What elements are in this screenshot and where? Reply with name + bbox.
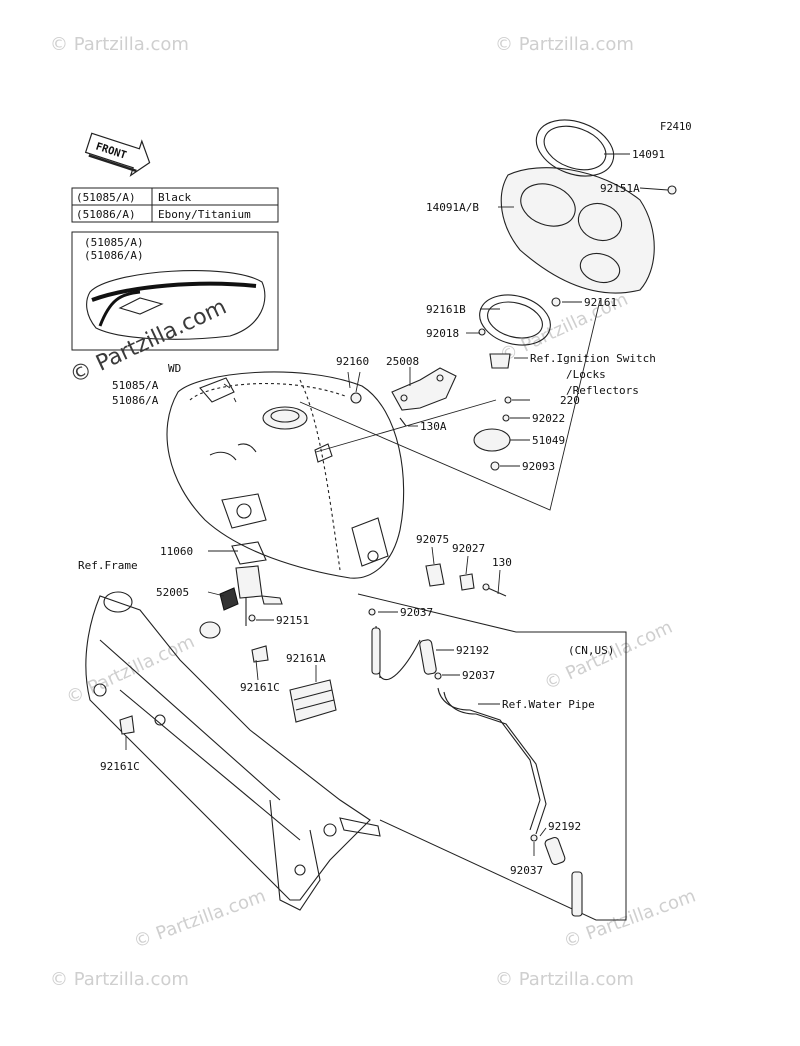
part-label: 92022: [532, 412, 565, 425]
wd-label: WD: [168, 362, 181, 375]
inset-code: (51085/A): [84, 236, 144, 249]
color-name: Ebony/Titanium: [158, 208, 251, 221]
watermark: © Partzilla.com: [66, 295, 230, 389]
part-label: 92075: [416, 533, 449, 546]
part-label: 130: [492, 556, 512, 569]
fuel-pump: [199, 541, 283, 639]
front-arrow: FRONT: [84, 132, 151, 177]
cn-us-box: [357, 593, 627, 921]
ref-label: Ref.Frame: [78, 559, 138, 572]
watermark: © Partzilla.com: [495, 34, 634, 55]
watermark-group: © Partzilla.com © Partzilla.com © Partzi…: [50, 34, 699, 990]
part-label: 92161A: [286, 652, 326, 665]
inset-code: (51086/A): [84, 249, 144, 262]
part-label: 92151: [276, 614, 309, 627]
watermark: © Partzilla.com: [131, 885, 269, 952]
frame: [85, 591, 381, 911]
part-label: 92151A: [600, 182, 640, 195]
part-label: 92161B: [426, 303, 466, 316]
part-label: 92160: [336, 355, 369, 368]
part-label: 51085/A: [112, 379, 159, 392]
part-label: 92161: [584, 296, 617, 309]
watermark: © Partzilla.com: [63, 631, 198, 709]
ref-label: /Locks: [566, 368, 606, 381]
part-label: 92018: [426, 327, 459, 340]
part-label: 14091A/B: [426, 201, 479, 214]
part-label: 11060: [160, 545, 193, 558]
part-label: 52005: [156, 586, 189, 599]
ref-label: Ref.Water Pipe: [502, 698, 595, 711]
part-label: 14091: [632, 148, 665, 161]
bracket-25008: [350, 367, 457, 427]
part-label: 92161C: [240, 681, 280, 694]
part-label: 92093: [522, 460, 555, 473]
leader-lines: [125, 153, 669, 856]
part-labels: 14091 14091A/B 92151A 92161 92161B 92018…: [78, 148, 665, 877]
fuel-tank: [166, 371, 405, 579]
watermark: © Partzilla.com: [495, 969, 634, 990]
part-label: 92037: [510, 864, 543, 877]
ref-label: /Reflectors: [566, 384, 639, 397]
watermark: © Partzilla.com: [50, 969, 189, 990]
cn-us-label: (CN,US): [568, 644, 614, 657]
color-name: Black: [158, 191, 191, 204]
part-label: 92192: [548, 820, 581, 833]
part-label: 92161C: [100, 760, 140, 773]
color-code: (51085/A): [76, 191, 136, 204]
meter-cover: [473, 119, 677, 471]
watermark: © Partzilla.com: [50, 34, 189, 55]
part-label: 92037: [462, 669, 495, 682]
part-label: 92037: [400, 606, 433, 619]
rear-mount: [425, 563, 507, 597]
color-code: (51086/A): [76, 208, 136, 221]
figure-code: F2410: [660, 121, 692, 133]
part-label: 51049: [532, 434, 565, 447]
color-table: (51085/A) Black (51086/A) Ebony/Titanium: [71, 187, 279, 223]
part-label: 25008: [386, 355, 419, 368]
part-label: 92027: [452, 542, 485, 555]
part-label: 51086/A: [112, 394, 159, 407]
ref-label: Ref.Ignition Switch: [530, 352, 656, 365]
part-label: 130A: [420, 420, 447, 433]
part-label: 92192: [456, 644, 489, 657]
part-label: 220: [560, 394, 580, 407]
